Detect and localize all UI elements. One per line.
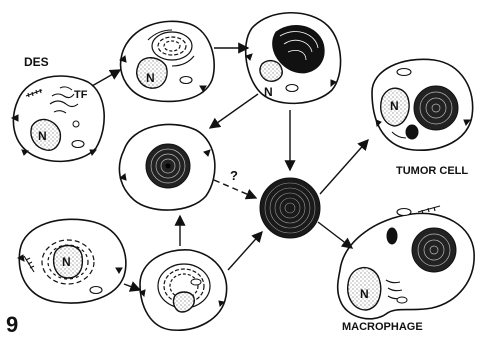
- nucleus-label: N: [390, 99, 399, 113]
- cell-dense-whorl: N: [246, 13, 341, 104]
- cell-central-whorl: [119, 124, 214, 210]
- uncertain-transition-mark: ?: [230, 168, 238, 183]
- arrow-cell3-to-cell4: [210, 94, 258, 128]
- nucleus-label: N: [38, 129, 47, 143]
- arrow-cell1-to-cell2: [92, 70, 120, 86]
- arrow-center-to-macrophage: [318, 222, 352, 248]
- central-dense-whorl: [260, 178, 320, 238]
- nucleus-label: N: [146, 71, 155, 85]
- figure-number: 9: [6, 312, 18, 337]
- nucleus-label: N: [360, 287, 369, 301]
- cell-macrophage: N MACROPHAGE: [338, 206, 474, 333]
- tf-label: TF: [74, 89, 88, 101]
- arrow-cell7-to-center: [228, 232, 262, 270]
- des-label: DES: [24, 55, 49, 69]
- cell-tumor: N TUMOR CELL: [372, 59, 473, 177]
- cell-des-tf: N DES TF: [12, 55, 104, 161]
- cell-early-whorl: N: [120, 21, 214, 101]
- macrophage-label: MACROPHAGE: [342, 321, 423, 333]
- cell-whorl-nucleus-inside: [140, 250, 227, 330]
- macrophage-whorl: [412, 228, 456, 272]
- nucleus-label: N: [264, 85, 273, 99]
- arrow-center-to-tumor: [320, 140, 368, 194]
- cell-nucleus-whorl: N: [18, 219, 126, 303]
- nucleus-label: N: [62, 255, 71, 269]
- tumor-whorl: [414, 86, 458, 130]
- arrow-cell6-to-cell7: [124, 284, 140, 290]
- whorl-body: [146, 144, 190, 188]
- tumor-cell-label: TUMOR CELL: [396, 165, 468, 177]
